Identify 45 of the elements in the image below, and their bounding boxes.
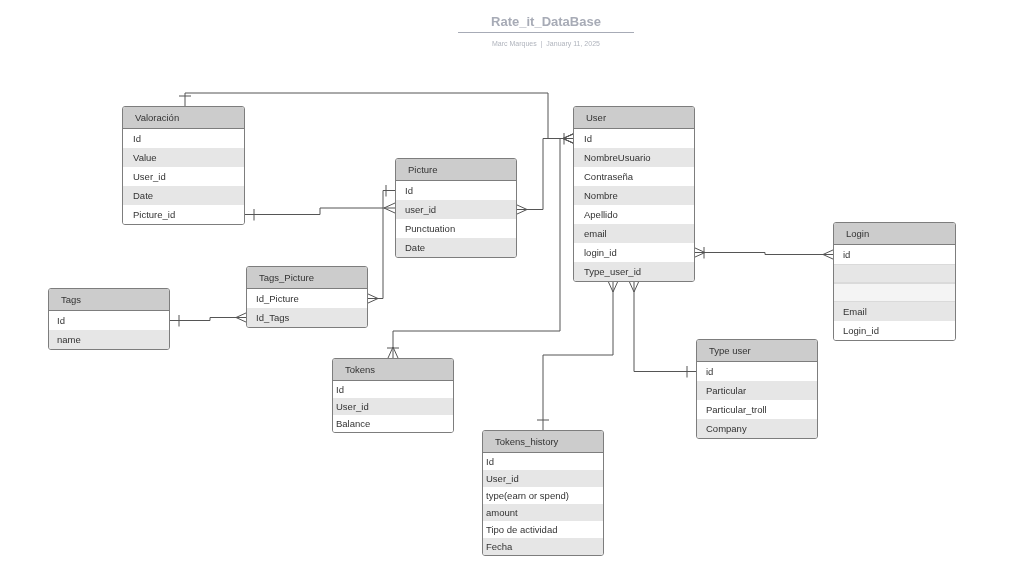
table-name: Type user [697, 340, 817, 362]
table-name: Tags_Picture [247, 267, 367, 289]
table-name: Picture [396, 159, 516, 181]
table-name: Login [834, 223, 955, 245]
column-name: name [49, 330, 169, 349]
column-name: Id_Tags [247, 308, 367, 327]
table-name: Tags [49, 289, 169, 311]
relationship-line [243, 202, 396, 221]
column-name: Company [697, 419, 817, 438]
entity-table [482, 430, 604, 556]
entity-table [332, 358, 454, 433]
entity-table [122, 106, 245, 225]
entity-table [573, 106, 695, 282]
entity-table [696, 339, 818, 439]
column-name: NombreUsuario [574, 148, 694, 167]
column-name: user_id [396, 200, 516, 219]
table-row [834, 283, 955, 302]
entity-table [833, 222, 956, 341]
relationship-line [386, 133, 575, 359]
table-name: Valoración [123, 107, 244, 129]
diagram-title: Rate_it_DataBase [458, 14, 634, 33]
relationship-line [536, 280, 619, 431]
entity-table [395, 158, 517, 258]
table-name: User [574, 107, 694, 129]
table-name: Tokens [333, 359, 453, 381]
column-name: Type_user_id [574, 262, 694, 281]
entity-table [48, 288, 170, 350]
table-row [834, 264, 955, 283]
column-name: User_id [483, 470, 603, 487]
column-name: Fecha [483, 538, 603, 555]
column-name: amount [483, 504, 603, 521]
column-name: Email [834, 302, 955, 321]
relationship-line [366, 184, 397, 304]
entity-table [246, 266, 368, 328]
column-name: Date [123, 186, 244, 205]
relationship-line [693, 246, 835, 260]
relationship-line [168, 312, 248, 327]
table-name: Tokens_history [483, 431, 603, 453]
column-name: Nombre [574, 186, 694, 205]
relationship-line [628, 280, 698, 378]
column-name: User_id [333, 398, 453, 415]
column-name: email [574, 224, 694, 243]
column-name: Particular [697, 381, 817, 400]
column-name: Date [396, 238, 516, 257]
column-name: Value [123, 148, 244, 167]
